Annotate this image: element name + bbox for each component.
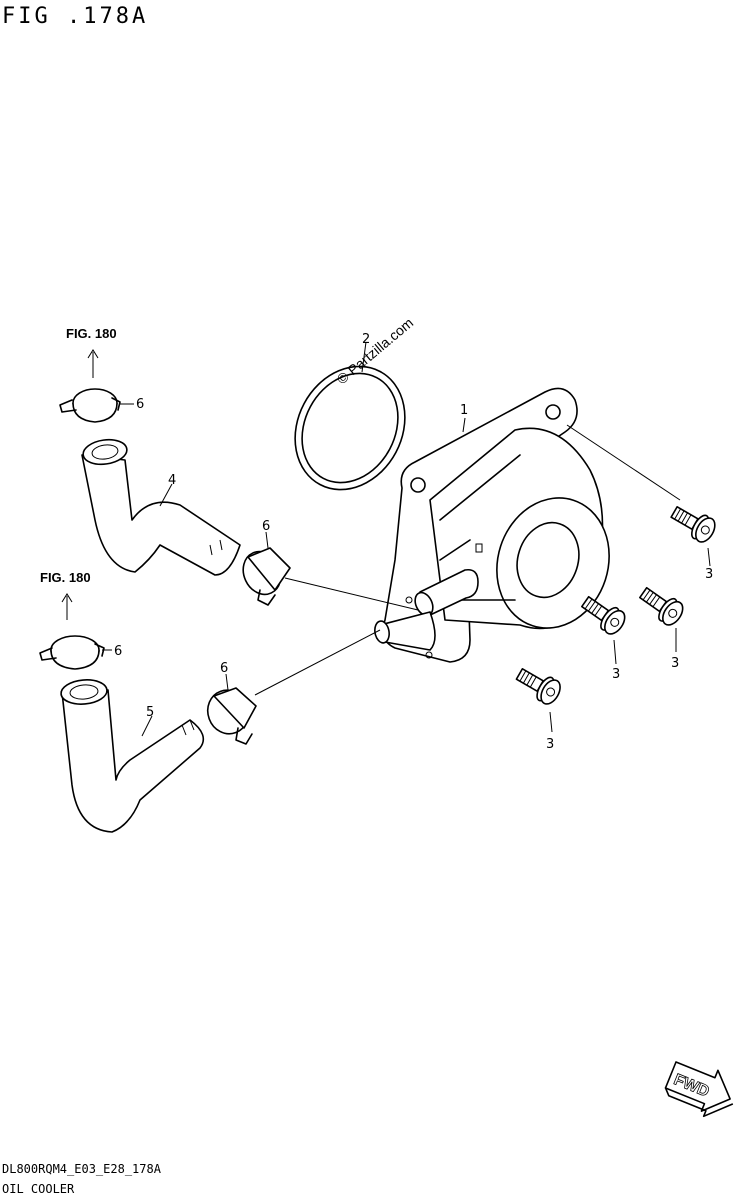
callout-3-d: 3 — [546, 737, 554, 752]
leader-hose-upper — [159, 483, 173, 507]
callout-3-c: 3 — [671, 656, 679, 671]
lower-hose — [60, 679, 205, 833]
callout-6-lower-left: 6 — [114, 644, 122, 659]
guide-line-upper-hose — [284, 577, 419, 611]
callout-6-mid-upper: 6 — [262, 519, 270, 534]
bolt-a — [670, 506, 716, 543]
leader-clamp-mid-upper — [265, 531, 269, 549]
diagram-code: DL800RQM4_E03_E28_178A — [2, 1162, 161, 1176]
figure-title: FIG .178A — [2, 4, 149, 29]
lower-reference-arrow — [61, 593, 73, 620]
leader-bolt-a — [707, 547, 711, 567]
leader-bolt-d — [549, 711, 553, 733]
guide-line-bolt-a — [566, 424, 681, 501]
callout-3-a: 3 — [705, 567, 713, 582]
leader-clamp-mid-lower — [225, 673, 229, 691]
o-ring — [294, 365, 406, 491]
fwd-arrow-icon: FWD — [664, 1061, 734, 1118]
callout-3-b: 3 — [612, 667, 620, 682]
leader-oring — [361, 341, 367, 373]
upper-reference-arrow — [87, 349, 99, 378]
callout-6-mid-lower: 6 — [220, 661, 228, 676]
callout-1: 1 — [460, 403, 468, 418]
bolt-d — [515, 668, 561, 705]
callout-2: 2 — [362, 332, 370, 347]
clamp-mid-upper — [242, 547, 291, 606]
callout-6-top: 6 — [136, 397, 144, 412]
clamp-top — [59, 388, 121, 423]
clamp-mid-lower — [206, 687, 257, 745]
bolt-c — [639, 586, 684, 626]
callout-4: 4 — [168, 473, 176, 488]
guide-line-lower-hose — [254, 629, 381, 696]
leader-hose-lower — [141, 715, 153, 737]
oil-cooler — [374, 387, 610, 663]
bolt-b — [581, 595, 626, 635]
leader-cooler — [462, 417, 466, 433]
upper-hose — [81, 438, 241, 576]
leader-bolt-b — [613, 639, 617, 665]
upper-fig-reference: FIG. 180 — [66, 326, 117, 341]
diagram-name: OIL COOLER — [2, 1182, 75, 1196]
callout-5: 5 — [146, 705, 154, 720]
clamp-lower-left — [39, 635, 105, 670]
lower-fig-reference: FIG. 180 — [40, 570, 91, 585]
